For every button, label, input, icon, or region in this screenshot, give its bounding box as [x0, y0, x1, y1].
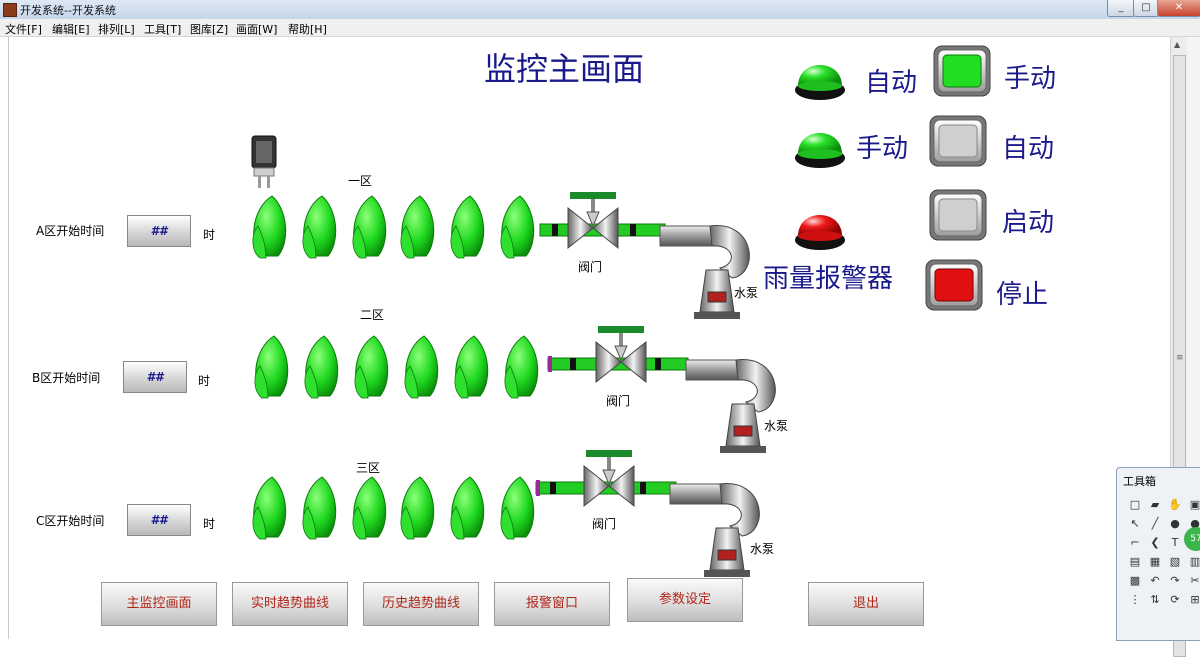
picture-tool-icon[interactable]: ▦: [1149, 555, 1161, 568]
start-button[interactable]: [929, 189, 987, 241]
camera-icon: [251, 135, 277, 188]
open-folder-icon[interactable]: ▰: [1150, 498, 1160, 511]
auto-indicator-lamp: [795, 65, 845, 100]
zone3-pump-label: 水泵: [750, 542, 775, 556]
zone3-time-value[interactable]: ##: [127, 504, 191, 536]
zone2-valve-icon[interactable]: [595, 325, 647, 383]
zone1-pump-label: 水泵: [734, 286, 759, 300]
arc-tool-icon[interactable]: ❮: [1150, 536, 1160, 549]
page-title: 监控主画面: [484, 50, 645, 88]
zone1-valve-icon[interactable]: [567, 191, 619, 249]
bitmap-tool-icon[interactable]: ▧: [1169, 555, 1181, 568]
auto-lamp-label: 自动: [865, 68, 918, 98]
rain-alarm-lamp: [795, 215, 845, 250]
menu-edit[interactable]: 编辑[E]: [52, 23, 90, 36]
title-bar: 开发系统--开发系统 _ □ ✕: [0, 0, 1200, 20]
artwork-layer: [251, 45, 991, 578]
menu-tools[interactable]: 工具[T]: [144, 23, 182, 36]
zone2-time-label: B区开始时间: [32, 371, 101, 385]
nav-history-trend-button[interactable]: 历史趋势曲线: [363, 582, 479, 626]
scroll-grip-icon: ≡: [1176, 353, 1184, 363]
zone1-pump-icon[interactable]: [659, 225, 750, 320]
nav-parameter-settings-button[interactable]: 参数设定: [627, 578, 743, 622]
toolbox-grid: □ ▰ ✋ ▣ ↖ ╱ ● ● ⌐ ❮ T ◉ ▤ ▦ ▧ ▥ ▩ ↶ ↷ ✂ …: [1125, 495, 1200, 609]
pointer-icon[interactable]: ↖: [1130, 517, 1140, 530]
manual-mode-button[interactable]: [933, 45, 991, 97]
nav-alarm-window-button[interactable]: 报警窗口: [494, 582, 610, 626]
zone1-valve-label: 阀门: [578, 260, 603, 274]
hand-icon[interactable]: ✋: [1168, 498, 1182, 511]
zone3-time-label: C区开始时间: [36, 514, 105, 528]
zone3-pump-icon[interactable]: [669, 483, 760, 578]
flip-tool-icon[interactable]: ⇅: [1150, 593, 1160, 606]
menu-bar: 文件[F] 编辑[E] 排列[L] 工具[T] 图库[Z] 画面[W] 帮助[H…: [0, 19, 1200, 37]
nav-main-monitor-button[interactable]: 主监控画面: [101, 582, 217, 626]
zone3-name: 三区: [356, 461, 381, 475]
toolbox-panel: 工具箱 □ ▰ ✋ ▣ ↖ ╱ ● ● ⌐ ❮ T ◉ ▤ ▦ ▧ ▥ ▩ ↶ …: [1116, 467, 1200, 641]
grid-tool-icon[interactable]: ▩: [1129, 574, 1141, 587]
circle-tool-icon[interactable]: ●: [1190, 517, 1200, 530]
zone3-valve-icon[interactable]: [583, 449, 635, 507]
menu-help[interactable]: 帮助[H]: [288, 23, 327, 36]
zone2-time-value[interactable]: ##: [123, 361, 187, 393]
nav-realtime-trend-button[interactable]: 实时趋势曲线: [232, 582, 348, 626]
zone3-unit: 时: [203, 517, 216, 531]
polyline-tool-icon[interactable]: ⌐: [1130, 536, 1140, 549]
auto-mode-button[interactable]: [929, 115, 987, 167]
manual-lamp-label: 手动: [856, 134, 909, 164]
zone3-valve-label: 阀门: [592, 517, 617, 531]
ellipse-tool-icon[interactable]: ●: [1170, 517, 1180, 530]
close-button[interactable]: ✕: [1157, 0, 1200, 17]
zone1-time-value[interactable]: ##: [127, 215, 191, 247]
zone3-plants: [252, 476, 535, 540]
line-tool-icon[interactable]: ╱: [1151, 517, 1159, 530]
frame-tool-icon[interactable]: ▥: [1189, 555, 1200, 568]
stop-button[interactable]: [925, 259, 983, 311]
new-file-icon[interactable]: □: [1129, 498, 1141, 511]
cut-icon[interactable]: ✂: [1190, 574, 1200, 587]
app-icon: [3, 3, 17, 17]
zone2-pump-icon[interactable]: [685, 359, 776, 454]
zone2-unit: 时: [198, 374, 211, 388]
zone2-valve-label: 阀门: [606, 394, 631, 408]
scroll-up-icon[interactable]: ▲: [1174, 40, 1181, 49]
menu-file[interactable]: 文件[F]: [5, 23, 42, 36]
align-tool-icon[interactable]: ⋮: [1129, 593, 1141, 606]
rotate-tool-icon[interactable]: ⟳: [1170, 593, 1180, 606]
zone2-name: 二区: [360, 308, 385, 322]
undo-icon[interactable]: ↶: [1150, 574, 1160, 587]
start-button-label: 启动: [1002, 208, 1055, 238]
menu-arrange[interactable]: 排列[L]: [98, 23, 135, 36]
auto-button-label: 自动: [1002, 134, 1055, 164]
redo-icon[interactable]: ↷: [1170, 574, 1180, 587]
zone1-name: 一区: [348, 174, 373, 188]
zone1-plants: [252, 195, 535, 259]
nav-exit-button[interactable]: 退出: [808, 582, 924, 626]
notification-badge: 57: [1184, 527, 1200, 551]
group-tool-icon[interactable]: ⊞: [1190, 593, 1200, 606]
zone2-plants: [254, 335, 539, 399]
zone1-time-label: A区开始时间: [36, 224, 105, 238]
window-title: 开发系统--开发系统: [20, 4, 116, 17]
stop-button-label: 停止: [996, 280, 1049, 310]
rain-alarm-label: 雨量报警器: [763, 264, 894, 294]
menu-screen[interactable]: 画面[W]: [236, 23, 278, 36]
zone1-unit: 时: [203, 228, 216, 242]
image-tool-icon[interactable]: ▤: [1129, 555, 1141, 568]
manual-indicator-lamp: [795, 133, 845, 168]
menu-library[interactable]: 图库[Z]: [190, 23, 229, 36]
toolbox-title: 工具箱: [1123, 475, 1156, 488]
manual-button-label: 手动: [1004, 64, 1057, 94]
text-tool-icon[interactable]: T: [1171, 536, 1179, 549]
zone2-pump-label: 水泵: [764, 419, 789, 433]
save-icon[interactable]: ▣: [1189, 498, 1200, 511]
